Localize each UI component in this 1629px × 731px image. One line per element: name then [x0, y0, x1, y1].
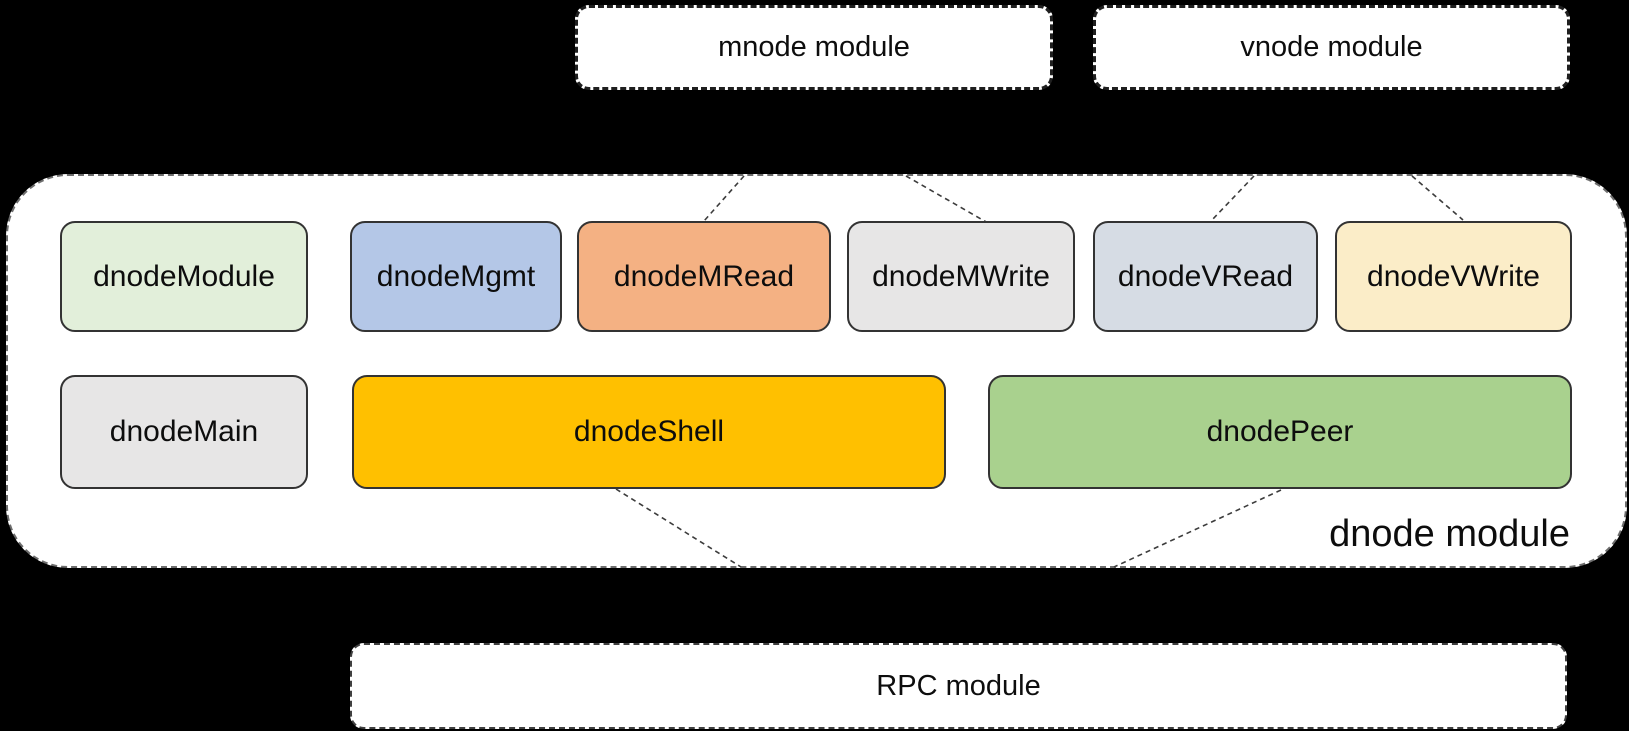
node-dnodeMgmt-label: dnodeMgmt: [376, 259, 536, 293]
node-dnodeMgmt: dnodeMgmt: [350, 221, 562, 332]
node-dnodeVWrite: dnodeVWrite: [1335, 221, 1572, 332]
node-dnodeMRead-label: dnodeMRead: [613, 259, 795, 293]
node-dnodeModule: dnodeModule: [60, 221, 308, 332]
node-dnodeShell-label: dnodeShell: [573, 415, 725, 448]
node-dnodeMWrite: dnodeMWrite: [847, 221, 1075, 332]
vnode-module-label: vnode module: [1240, 31, 1423, 63]
connector-dnodePeer-rpc: [1113, 489, 1282, 568]
connector-mnode-dnodeMRead: [703, 175, 745, 222]
node-dnodeModule-label: dnodeModule: [93, 259, 275, 293]
connector-mnode-dnodeMWrite: [905, 175, 989, 224]
node-dnodeShell: dnodeShell: [352, 375, 946, 489]
mnode-module-box: mnode module: [575, 5, 1053, 90]
vnode-module-box: vnode module: [1093, 5, 1570, 90]
connector-vnode-dnodeVWrite: [1411, 175, 1464, 221]
node-dnodePeer: dnodePeer: [988, 375, 1572, 489]
mnode-module-label: mnode module: [718, 31, 910, 63]
connector-vnode-dnodeVRead: [1210, 175, 1255, 222]
node-dnodeVWrite-label: dnodeVWrite: [1367, 259, 1540, 293]
dnode-module-label: dnode module: [1329, 513, 1570, 555]
node-dnodeVRead-label: dnodeVRead: [1117, 259, 1294, 293]
rpc-module-box: RPC module: [350, 643, 1567, 729]
rpc-module-label: RPC module: [876, 669, 1041, 702]
node-dnodePeer-label: dnodePeer: [1206, 415, 1354, 448]
node-dnodeMWrite-label: dnodeMWrite: [872, 259, 1050, 293]
node-dnodeMain: dnodeMain: [60, 375, 308, 489]
connector-dnodeShell-rpc: [615, 488, 742, 568]
node-dnodeMRead: dnodeMRead: [577, 221, 831, 332]
node-dnodeMain-label: dnodeMain: [109, 415, 259, 448]
node-dnodeVRead: dnodeVRead: [1093, 221, 1318, 332]
